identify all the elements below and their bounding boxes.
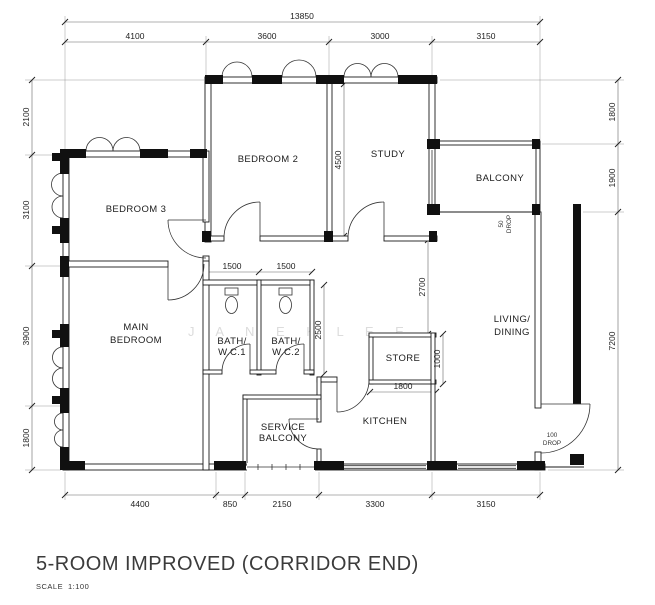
room-labels: BEDROOM 3 BEDROOM 2 STUDY BALCONY MAIN B…: [106, 149, 531, 444]
room-label-study: STUDY: [371, 149, 405, 160]
door-swings: [167, 201, 591, 454]
structural-piers: [52, 75, 584, 470]
bath1-door-swing: [221, 343, 251, 373]
main-entrance-door-swing: [540, 403, 591, 454]
scale-value: 1:100: [68, 582, 89, 591]
room-label-bath2-line2: W.C.2: [272, 347, 300, 358]
walls: [62, 76, 584, 471]
room-label-balcony: BALCONY: [476, 173, 524, 184]
dim-bath-depth: 2500: [313, 320, 323, 339]
dim-left-1: 2100: [21, 107, 31, 126]
dim-bath2-width: 1500: [277, 261, 296, 271]
dim-study-depth: 4500: [333, 150, 343, 169]
dim-right-2: 1900: [607, 168, 617, 187]
dim-bottom-4: 3300: [366, 499, 385, 509]
scale-label: SCALE: [36, 582, 63, 591]
toilet-bath1: [224, 287, 239, 314]
entrance-drop-value: 100: [547, 432, 558, 439]
main-bedroom-door-swing: [167, 263, 205, 301]
watermark-text: J A N E K L E E: [188, 324, 413, 339]
room-label-living-line2: DINING: [494, 327, 530, 338]
room-label-kitchen: KITCHEN: [363, 416, 408, 427]
dim-top-3: 3000: [371, 31, 390, 41]
room-label-bath2-line1: BATH/: [271, 336, 300, 347]
room-label-bedroom3: BEDROOM 3: [106, 204, 167, 215]
room-label-main-bedroom-line2: BEDROOM: [110, 335, 162, 346]
entrance-drop-word: DROP: [543, 440, 561, 447]
room-label-service-balcony-line1: SERVICE: [261, 422, 305, 433]
dimension-labels: 13850 4100 3600 3000 3150 2100 3100 3900…: [21, 11, 617, 509]
dimension-ticks: [28, 18, 622, 499]
dim-right-3: 7200: [607, 331, 617, 350]
dim-bath1-width: 1500: [223, 261, 242, 271]
dim-top-4: 3150: [477, 31, 496, 41]
room-label-main-bedroom-line1: MAIN: [123, 322, 148, 333]
dim-top-1: 4100: [126, 31, 145, 41]
dim-bottom-5: 3150: [477, 499, 496, 509]
dim-store-depth: 1000: [432, 349, 442, 368]
dim-overall-width: 13850: [290, 11, 314, 21]
room-label-bedroom2: BEDROOM 2: [238, 154, 299, 165]
balcony-drop-value: 50: [498, 220, 505, 228]
fixtures: [224, 287, 293, 314]
dimension-lines: [31, 21, 619, 496]
bedroom2-door-swing: [223, 201, 261, 239]
dim-bottom-3: 2150: [273, 499, 292, 509]
balcony-drop-word: DROP: [506, 215, 513, 233]
drop-annotations: 50 DROP 100 DROP: [498, 215, 561, 447]
dim-right-1: 1800: [607, 102, 617, 121]
windows: [51, 59, 516, 471]
dim-store-width: 1800: [394, 381, 413, 391]
dim-left-4: 1800: [21, 428, 31, 447]
kitchen-door-swing: [336, 379, 370, 413]
toilet-bath2: [278, 287, 293, 314]
room-label-bath1-line2: W.C.1: [218, 347, 246, 358]
dim-hall-depth: 2700: [417, 277, 427, 296]
extension-lines: [25, 16, 624, 500]
dim-top-2: 3600: [258, 31, 277, 41]
dim-bottom-1: 4400: [131, 499, 150, 509]
dim-left-2: 3100: [21, 200, 31, 219]
dim-left-3: 3900: [21, 326, 31, 345]
plan-title: 5-ROOM IMPROVED (CORRIDOR END): [36, 553, 419, 575]
bedroom3-door-swing: [167, 219, 207, 259]
room-label-living-line1: LIVING/: [494, 314, 531, 325]
dim-bottom-2: 850: [223, 499, 237, 509]
study-door-swing: [347, 201, 385, 239]
title-block: 5-ROOM IMPROVED (CORRIDOR END) SCALE 1:1…: [36, 553, 419, 591]
service-balcony-door-swing: [288, 418, 320, 450]
bath2-door-swing: [275, 343, 305, 373]
room-label-service-balcony-line2: BALCONY: [259, 433, 307, 444]
room-label-store: STORE: [386, 353, 421, 364]
room-label-bath1-line1: BATH/: [217, 336, 246, 347]
